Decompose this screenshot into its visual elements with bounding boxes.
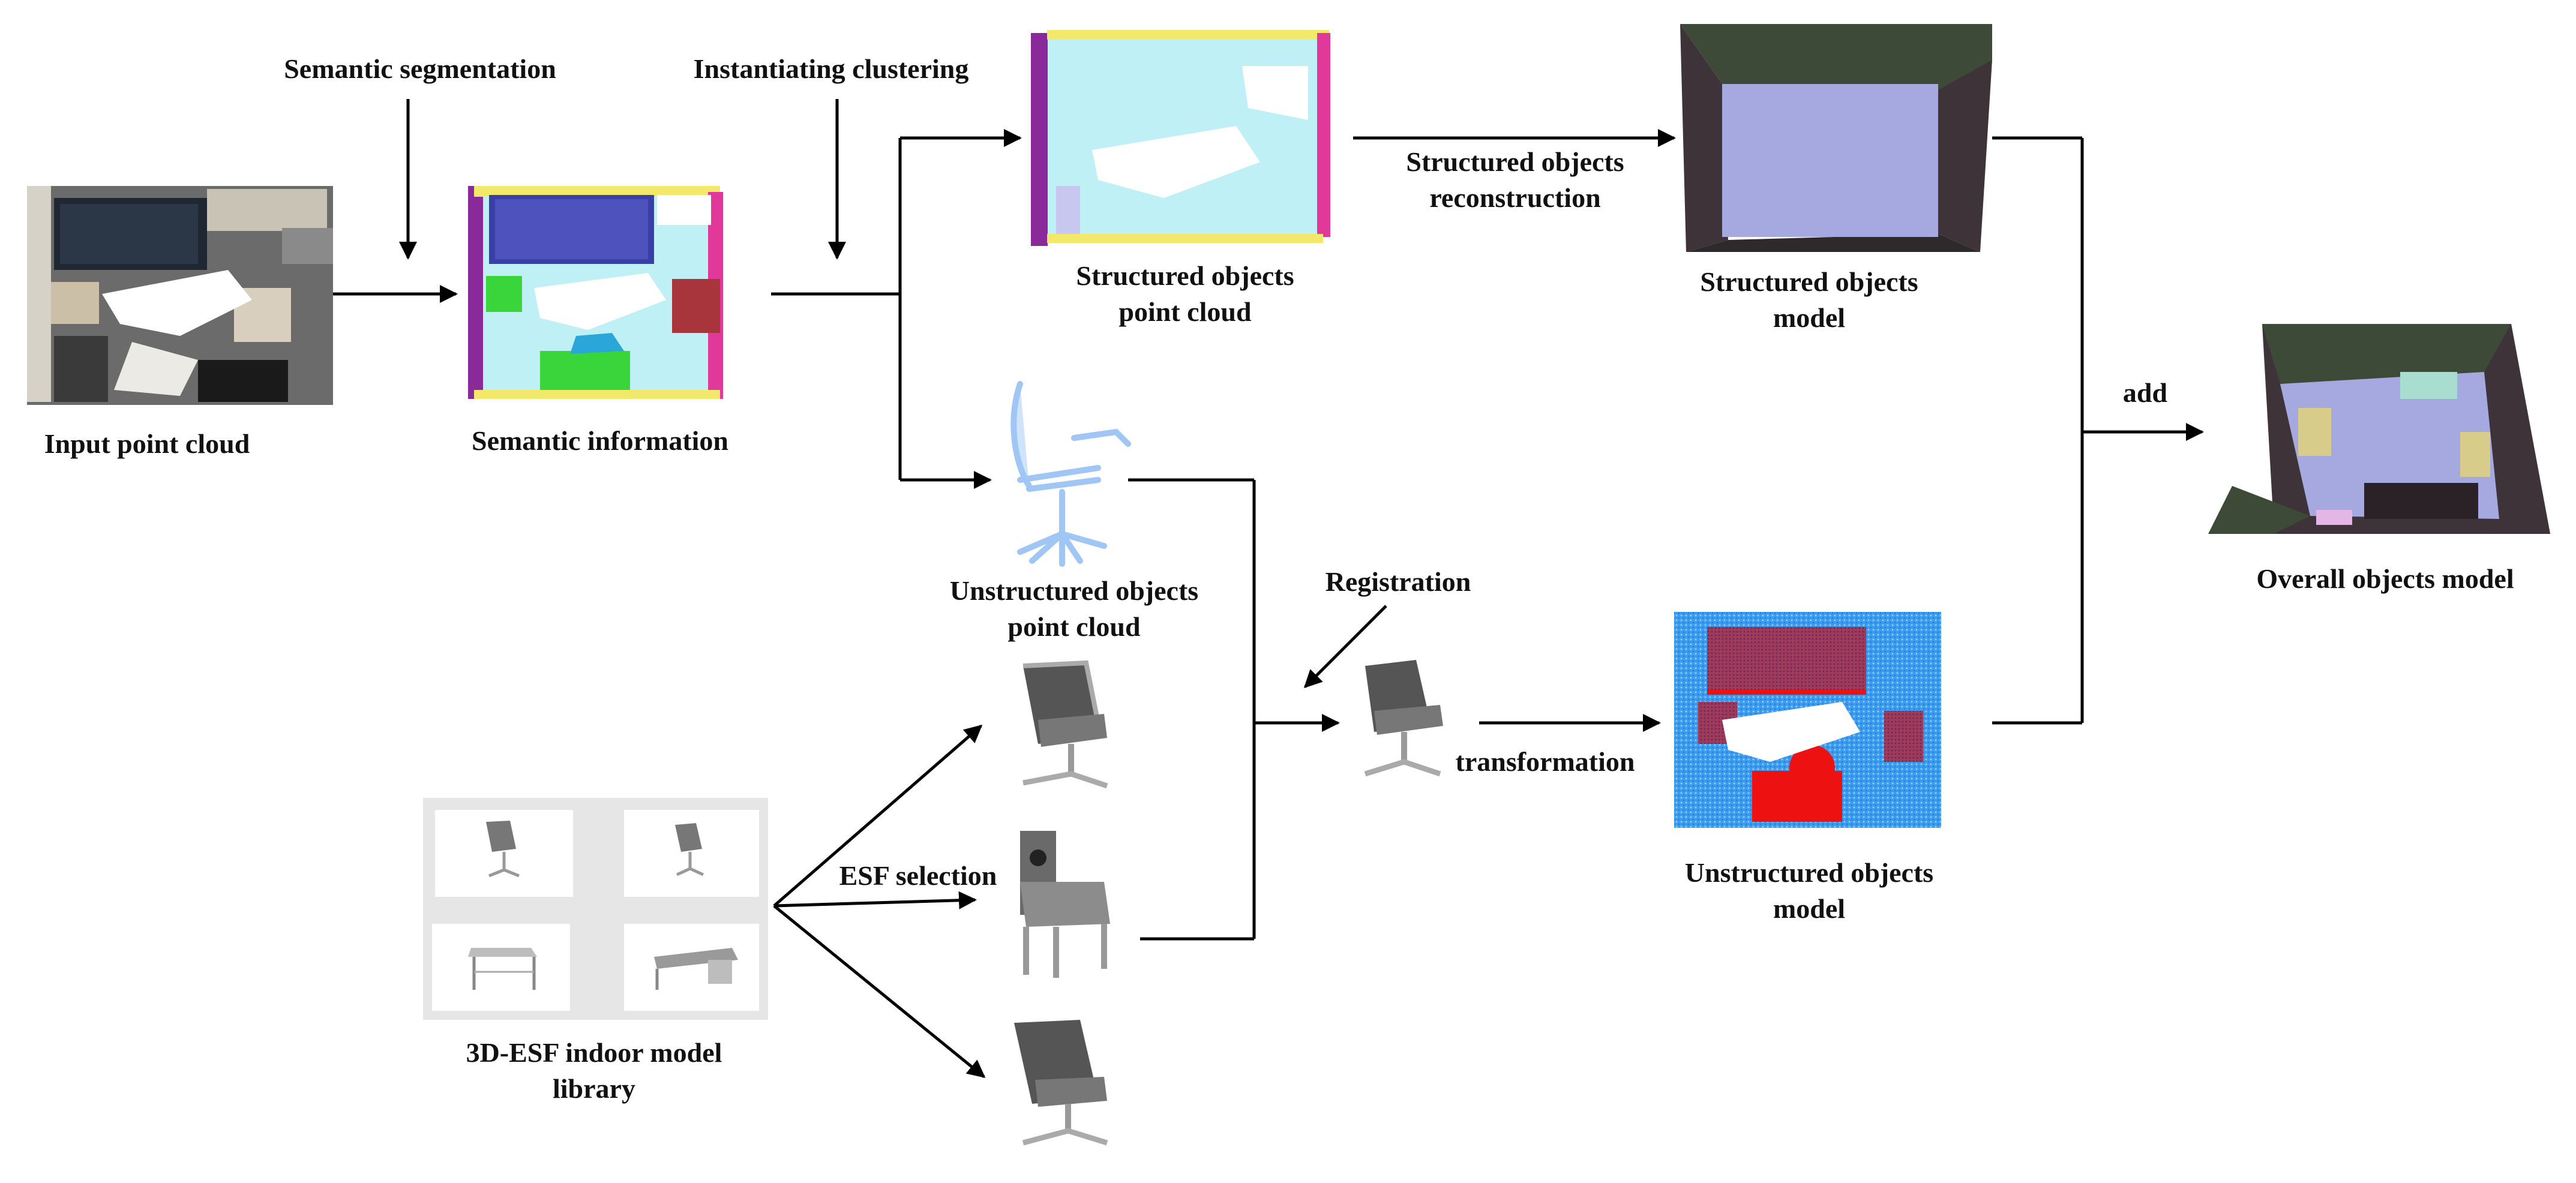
arrow-registration: [1303, 605, 1387, 689]
semantic-information-image: [468, 186, 723, 399]
unstructured-point-cloud-label-2: point cloud: [1007, 611, 1141, 642]
transformation-label: transformation: [1456, 746, 1635, 777]
model-library-label-2: library: [553, 1073, 635, 1104]
add-label: add: [2123, 377, 2168, 408]
structured-point-cloud-label-2: point cloud: [1118, 296, 1252, 327]
semantic-segmentation-label: Semantic segmentation: [284, 53, 556, 84]
registered-chair: [1364, 660, 1443, 777]
candidate-chair-2: [1020, 831, 1110, 978]
structured-reconstruction-label-1: Structured objects: [1406, 146, 1624, 177]
unstructured-objects-model-label-1: Unstructured objects: [1685, 857, 1933, 888]
registration-label: Registration: [1326, 566, 1471, 597]
arrow-esf-chair-2: [773, 891, 977, 909]
structured-objects-model-label-1: Structured objects: [1700, 266, 1918, 297]
structured-objects-model-label-2: model: [1773, 302, 1845, 333]
candidate-chair-1: [1022, 660, 1108, 789]
model-library-label-1: 3D-ESF indoor model: [466, 1037, 722, 1068]
input-point-cloud-image: [27, 186, 333, 405]
overall-objects-model-label: Overall objects model: [2256, 563, 2514, 594]
overall-objects-model-image: [2208, 324, 2550, 534]
structured-objects-model-image: [1680, 24, 1992, 252]
candidate-chair-3: [1014, 1020, 1108, 1146]
structured-reconstruction-label-2: reconstruction: [1429, 182, 1600, 213]
unstructured-point-cloud-chair: [1010, 381, 1131, 567]
input-point-cloud-label: Input point cloud: [44, 428, 250, 459]
semantic-information-label: Semantic information: [472, 425, 728, 456]
arrow-esf-chair-1: [773, 725, 983, 907]
unstructured-objects-model-label-2: model: [1773, 893, 1845, 924]
model-library-image: [423, 798, 768, 1020]
structured-point-cloud-label-1: Structured objects: [1076, 260, 1294, 291]
structured-point-cloud-image: [1031, 30, 1338, 246]
instantiating-clustering-label: Instantiating clustering: [694, 53, 969, 84]
unstructured-objects-model-image: [1674, 612, 1941, 828]
unstructured-point-cloud-label-1: Unstructured objects: [950, 575, 1198, 606]
arrow-esf-chair-3: [773, 905, 986, 1078]
esf-selection-label: ESF selection: [839, 860, 997, 891]
